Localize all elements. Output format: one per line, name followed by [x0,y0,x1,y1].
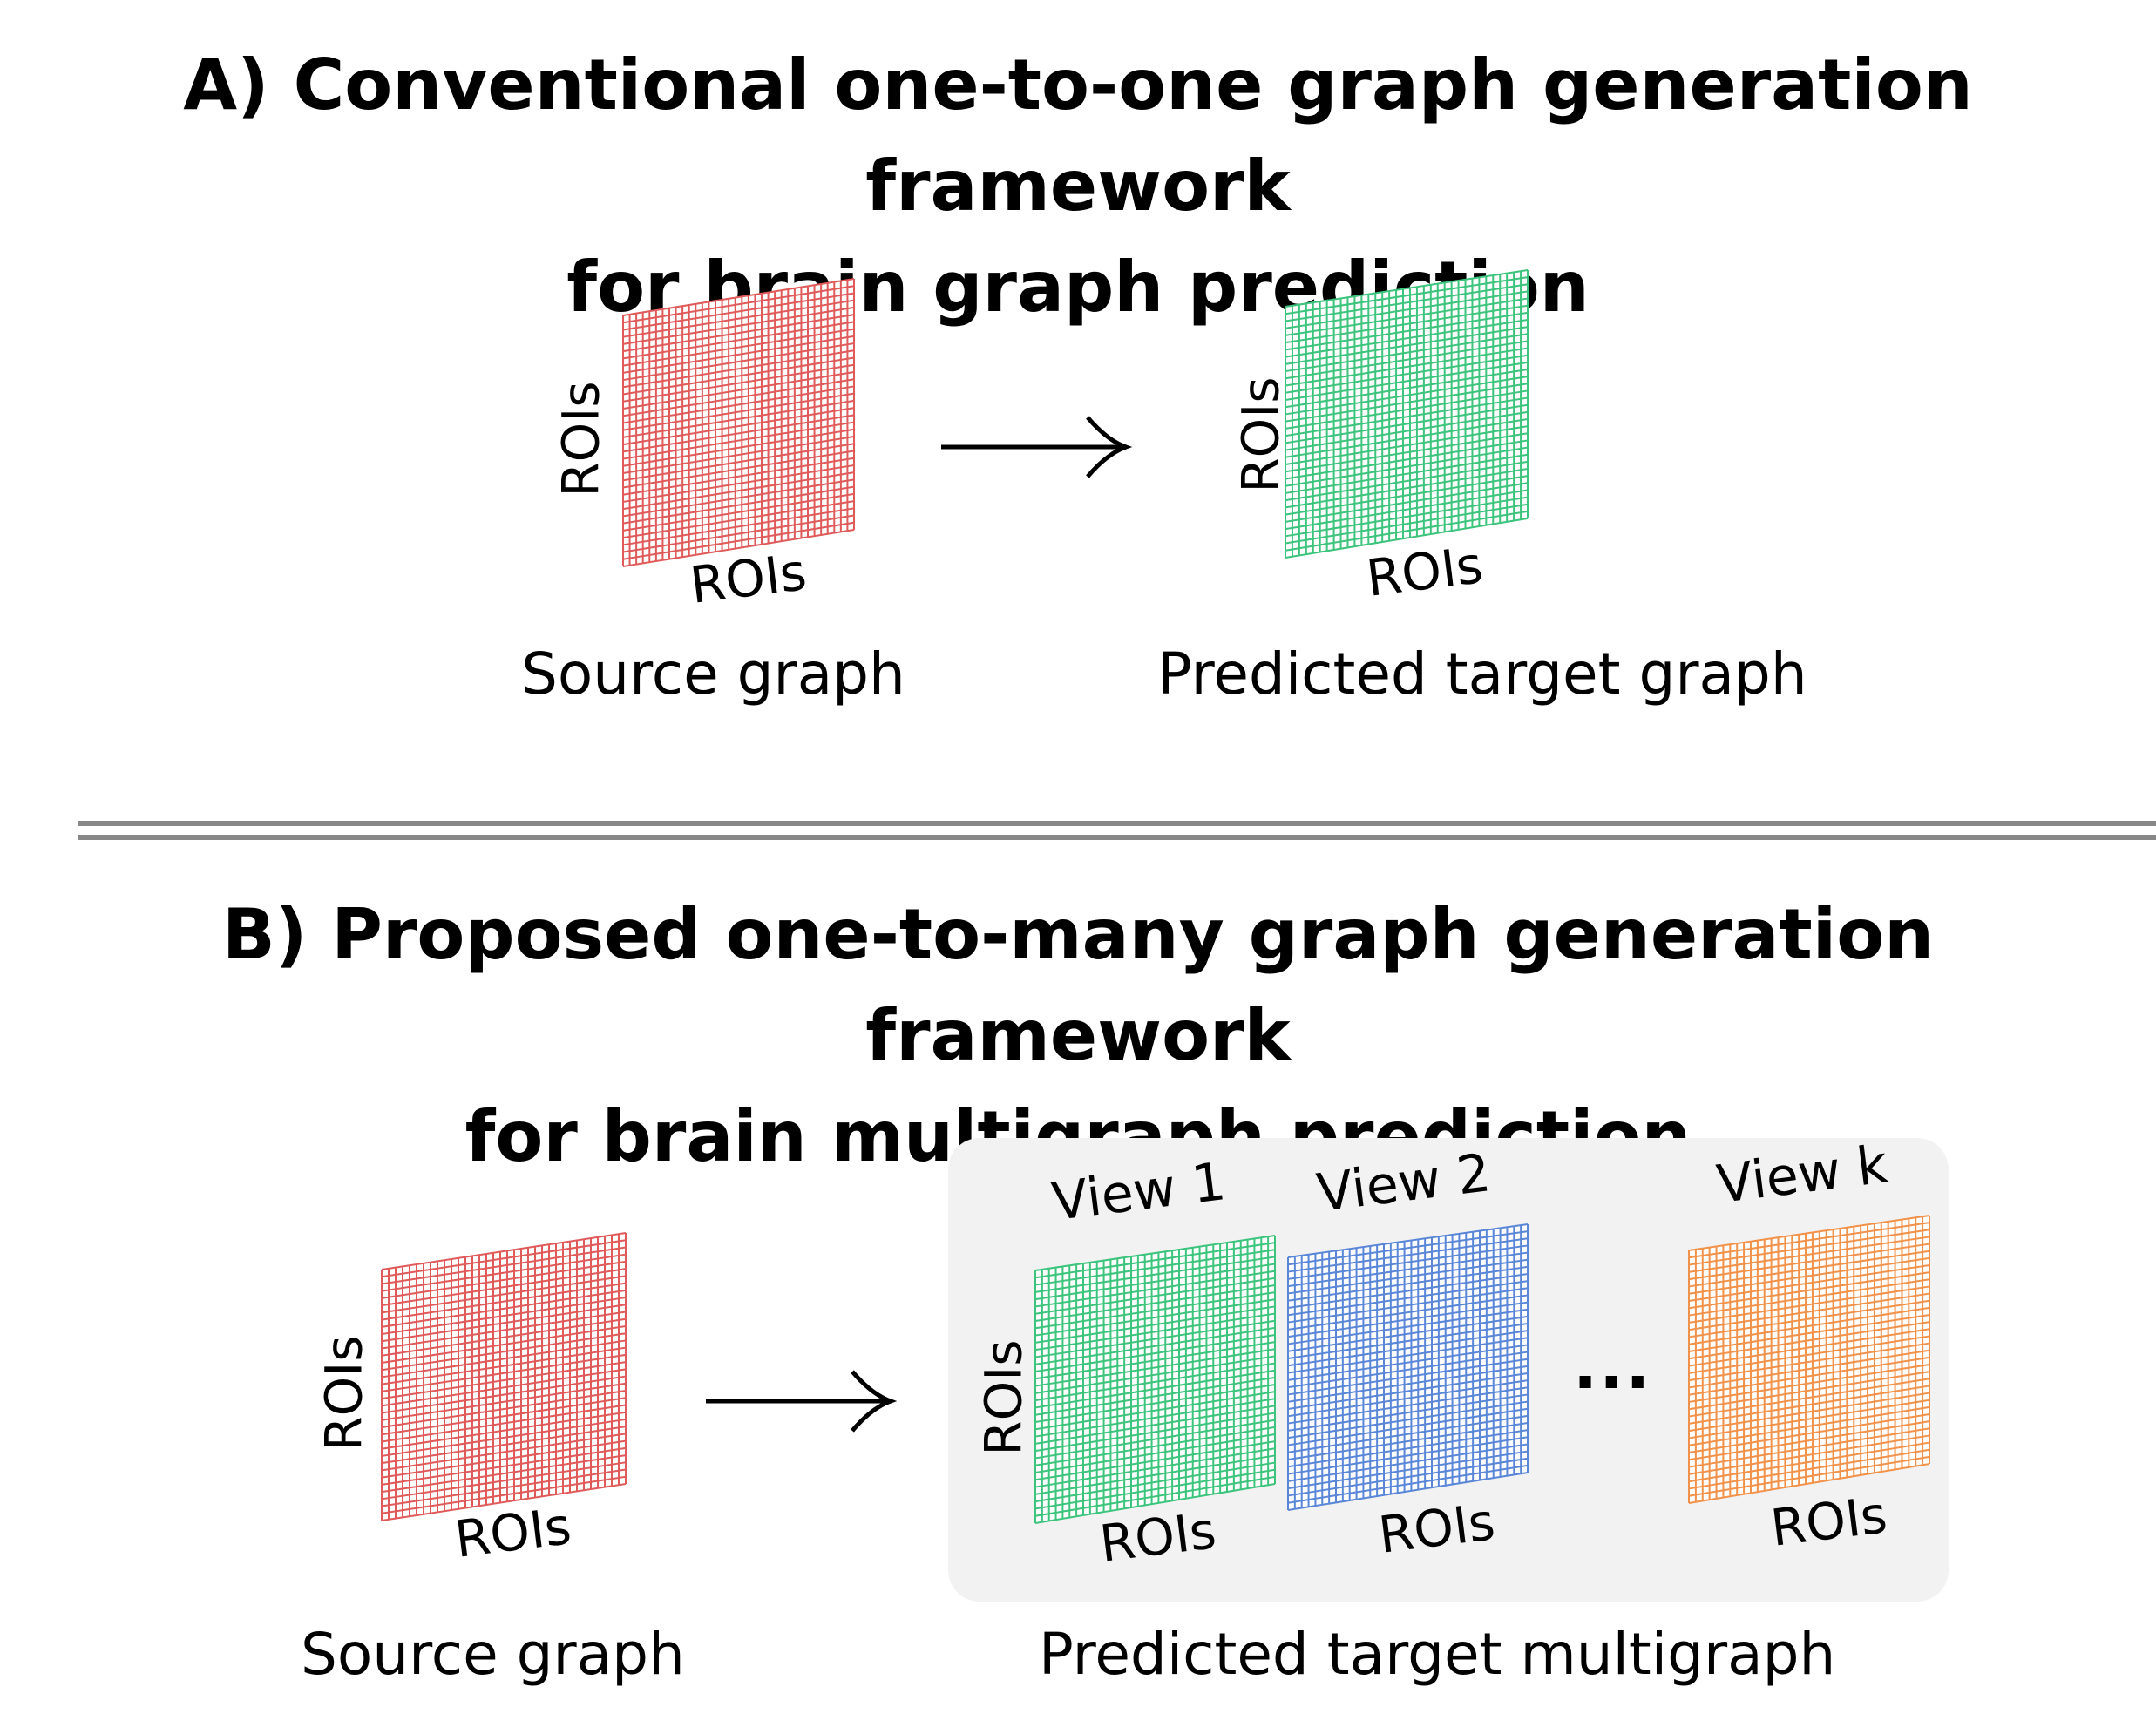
view-2-matrix [1287,1223,1529,1511]
panel-a-target-matrix [1285,269,1529,559]
arrow-right-icon [706,1370,898,1433]
view-1-matrix [1034,1235,1276,1524]
panel-a-target-rois-horizontal: ROIs [1363,535,1486,608]
panel-b-title: B) Proposed one-to-many graph generation… [0,884,2156,1188]
panel-b-target-rois-vertical: ROIs [973,1339,1034,1456]
panel-a-source-matrix [622,278,855,567]
panel-a-title-line2: for brain graph prediction [566,247,1590,328]
panel-b-source-rois-horizontal: ROIs [451,1496,574,1569]
panel-b-title-line1: B) Proposed one-to-many graph generation… [221,894,1935,1076]
panel-b-source-rois-vertical: ROIs [314,1335,374,1452]
panel-a-target-rois-vertical: ROIs [1231,376,1291,493]
view-k-matrix [1688,1215,1930,1504]
panel-a-source-caption: Source graph [521,640,905,708]
panel-a-source-rois-vertical: ROIs [551,381,611,498]
panel-b-target-caption: Predicted target multigraph [1039,1621,1836,1688]
panel-a-source-rois-horizontal: ROIs [687,542,810,615]
panel-a-title-line1: A) Conventional one-to-one graph generat… [183,44,1973,227]
panel-a-target-caption: Predicted target graph [1157,640,1807,708]
panel-a-title: A) Conventional one-to-one graph generat… [0,35,2156,338]
separator-bottom [78,835,2156,840]
panel-b-source-matrix [381,1232,627,1521]
arrow-right-icon [941,416,1133,478]
separator-top [78,821,2156,826]
views-ellipsis: ... [1573,1329,1652,1404]
panel-b-source-caption: Source graph [301,1621,685,1688]
